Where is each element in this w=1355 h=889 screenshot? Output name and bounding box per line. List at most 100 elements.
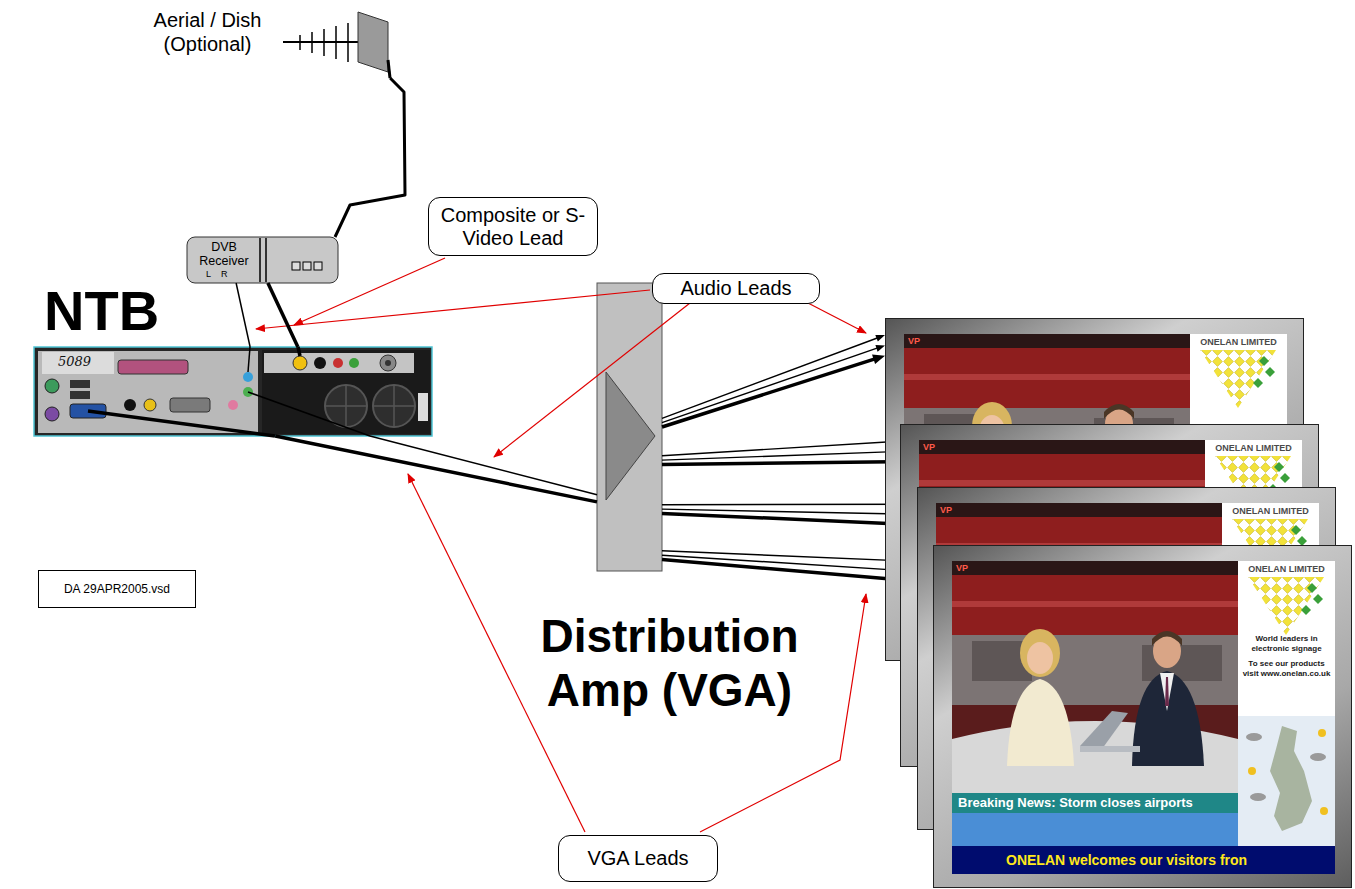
power-socket (418, 393, 428, 421)
audio-jack (349, 358, 359, 368)
amplifier-symbol (606, 372, 655, 500)
device-label: DVB Receiver (193, 240, 255, 268)
antenna-element (323, 29, 325, 56)
news-ticker: Breaking News: Storm closes airports (958, 794, 1193, 812)
slogan-text: World leaders in electronic signage (1241, 634, 1332, 654)
device-heading: NTB (44, 281, 159, 341)
screen-picture (952, 561, 1335, 874)
ps2-port (45, 407, 59, 421)
brand-name: ONELAN LIMITED (1222, 506, 1319, 517)
cable-connector (662, 355, 885, 427)
ps2-port (45, 379, 59, 393)
capture-card (262, 350, 430, 434)
callout-box: VGA Leads (558, 835, 718, 882)
cable-connector (236, 283, 250, 347)
cable-line (662, 452, 895, 461)
vga-lead (88, 411, 275, 436)
screen-picture-content (952, 561, 1335, 874)
callout-text: Audio Leads (680, 277, 791, 300)
amplifier-box: Distribution Amp (VGA) (597, 283, 662, 571)
cable-connector (268, 283, 298, 347)
cable-line (335, 78, 405, 237)
cable-connector (662, 457, 900, 467)
web-address-text: To see our products visit www.onelan.co.… (1241, 659, 1332, 679)
brand-name: ONELAN LIMITED (1190, 337, 1287, 348)
arrow-head (875, 345, 885, 352)
channel-letter: R (221, 269, 228, 279)
cable-connector (662, 448, 900, 460)
channel-tag: VP (940, 505, 952, 516)
callout-leader (256, 290, 650, 329)
cable-connector (335, 78, 405, 237)
channel-letter: L (206, 269, 211, 279)
cable-connector (662, 513, 917, 529)
parallel-port (118, 360, 188, 374)
tv-socket (380, 355, 396, 371)
svideo-port (124, 399, 136, 411)
composite-port (144, 399, 156, 411)
antenna-label: Aerial / Dish (Optional) (145, 8, 270, 56)
cable-line (662, 504, 912, 506)
audio-jack (243, 372, 253, 382)
receiver-button (314, 262, 322, 270)
cable-line (662, 513, 910, 524)
callout-text: VGA Leads (587, 847, 688, 870)
cable-line (268, 283, 298, 347)
antenna-element (335, 26, 337, 59)
callout-leader (494, 303, 690, 457)
tv-socket-pin (385, 360, 391, 366)
callout-box: Audio Leads (652, 273, 820, 304)
cable-line (236, 283, 250, 347)
cable-line (662, 358, 878, 427)
handwritten-tag: 5089 (58, 354, 91, 369)
tag-panel (42, 352, 114, 374)
callout-text: Composite or S-Video Lead (436, 204, 590, 250)
card-bracket (264, 353, 414, 373)
audio-lead (248, 347, 250, 372)
arrow-head (872, 355, 885, 365)
serial-port (170, 398, 210, 412)
display-screen: VP ONELAN LIMITED World leaders in electro… (933, 545, 1352, 888)
fan-guard (326, 386, 414, 426)
receiver-panel-line (265, 238, 267, 282)
receiver-button (292, 262, 300, 270)
arrow-head (875, 335, 885, 342)
cable-line (275, 436, 597, 502)
cable-connector (662, 501, 917, 508)
brand-name: ONELAN LIMITED (1205, 443, 1302, 454)
composite-lead (298, 347, 300, 356)
cable-line (662, 442, 895, 456)
channel-tag: VP (908, 336, 920, 347)
composite-jack (293, 356, 307, 370)
cable-connector (662, 345, 885, 423)
audio-jack (228, 400, 238, 410)
antenna-node: Aerial / Dish (Optional) (285, 8, 395, 78)
dish-symbol (358, 12, 388, 72)
callout-box: Composite or S-Video Lead (428, 197, 598, 256)
channel-tag: VP (956, 563, 968, 574)
cable-connector (370, 436, 597, 495)
antenna-element (347, 23, 349, 62)
file-note: DA 29APR2005.vsd (38, 570, 196, 608)
callout-leader (294, 258, 445, 325)
computer-unit: NTB (34, 347, 432, 436)
usb-port (70, 391, 90, 399)
channel-tag: VP (923, 442, 935, 453)
cable-connector (662, 335, 885, 418)
audio-lead (248, 392, 370, 436)
welcome-ticker: ONELAN welcomes our visitors fron (1006, 848, 1247, 872)
receiver-body (187, 237, 338, 283)
cable-connector (275, 436, 597, 502)
audio-jack (333, 358, 343, 368)
computer-photo (34, 347, 432, 436)
brand-name: ONELAN LIMITED (1238, 564, 1335, 575)
cable-line (370, 436, 597, 495)
cable-line (662, 337, 880, 418)
file-name: DA 29APR2005.vsd (64, 582, 170, 597)
antenna-cable (388, 60, 390, 78)
cable-line (662, 347, 880, 423)
receiver-button (303, 262, 311, 270)
svideo-jack (314, 357, 326, 369)
amplifier-body (597, 283, 662, 571)
